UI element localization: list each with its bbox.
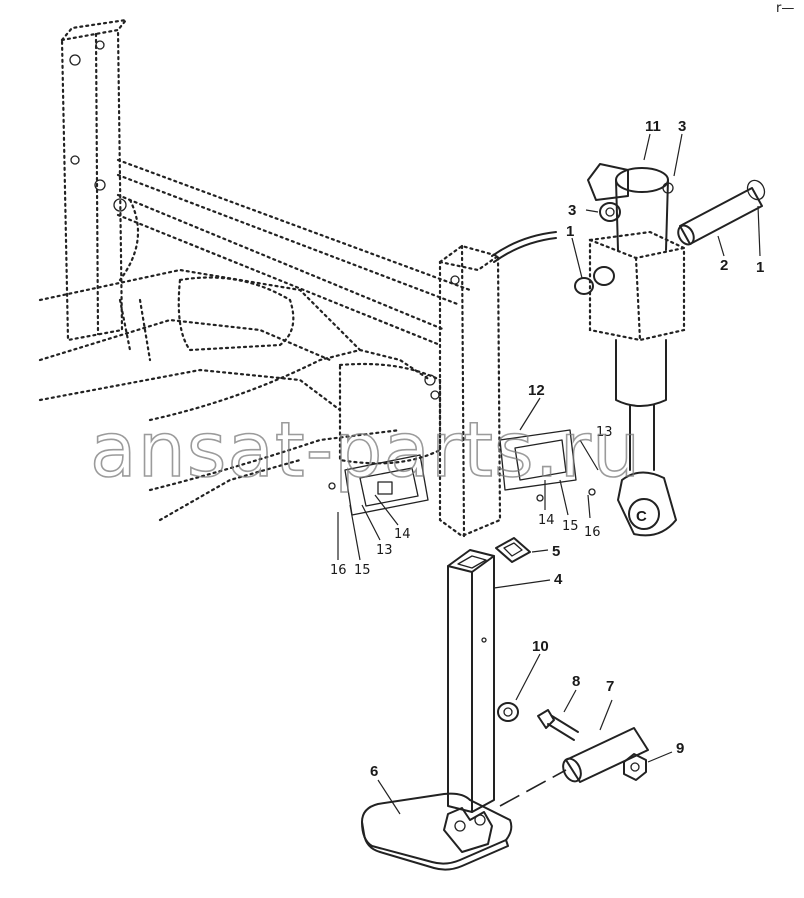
callout-13-right: 13 bbox=[596, 425, 613, 440]
callout-14-left: 14 bbox=[394, 527, 411, 542]
callout-5: 5 bbox=[552, 543, 560, 560]
callout-3-lower: 3 bbox=[568, 202, 576, 219]
corner-mark: r— bbox=[776, 1, 794, 16]
callout-7: 7 bbox=[606, 678, 614, 695]
lower-pin-hardware bbox=[497, 653, 673, 807]
callout-16-left: 16 bbox=[330, 563, 347, 578]
support-leg bbox=[447, 537, 551, 813]
callout-15-left: 15 bbox=[354, 563, 371, 578]
callout-4: 4 bbox=[554, 571, 563, 588]
callout-16-right: 16 bbox=[584, 525, 601, 540]
mounting-plates bbox=[328, 429, 599, 561]
callout-11: 11 bbox=[645, 118, 661, 135]
callout-14-right: 14 bbox=[538, 513, 555, 528]
callout-12: 12 bbox=[528, 382, 545, 399]
callout-9: 9 bbox=[676, 740, 684, 757]
callout-1-right: 1 bbox=[756, 259, 764, 276]
foot-plate bbox=[361, 779, 513, 871]
hydraulic-cylinder: C bbox=[587, 133, 686, 537]
frame-assembly bbox=[38, 18, 557, 538]
cylinder-mark-label: C bbox=[636, 508, 647, 525]
pin-hardware bbox=[571, 179, 766, 295]
callout-10: 10 bbox=[532, 638, 549, 655]
callout-6: 6 bbox=[370, 763, 378, 780]
callout-1-left: 1 bbox=[566, 223, 574, 240]
callout-15-right: 15 bbox=[562, 519, 579, 534]
callout-2: 2 bbox=[720, 257, 728, 274]
callout-3-upper: 3 bbox=[678, 118, 686, 135]
callout-labels: 11 3 3 1 2 1 12 13 14 15 16 14 13 15 16 … bbox=[330, 1, 794, 780]
watermark-text: ansat-parts.ru bbox=[90, 405, 641, 494]
callout-8: 8 bbox=[572, 673, 580, 690]
callout-13-left: 13 bbox=[376, 543, 393, 558]
